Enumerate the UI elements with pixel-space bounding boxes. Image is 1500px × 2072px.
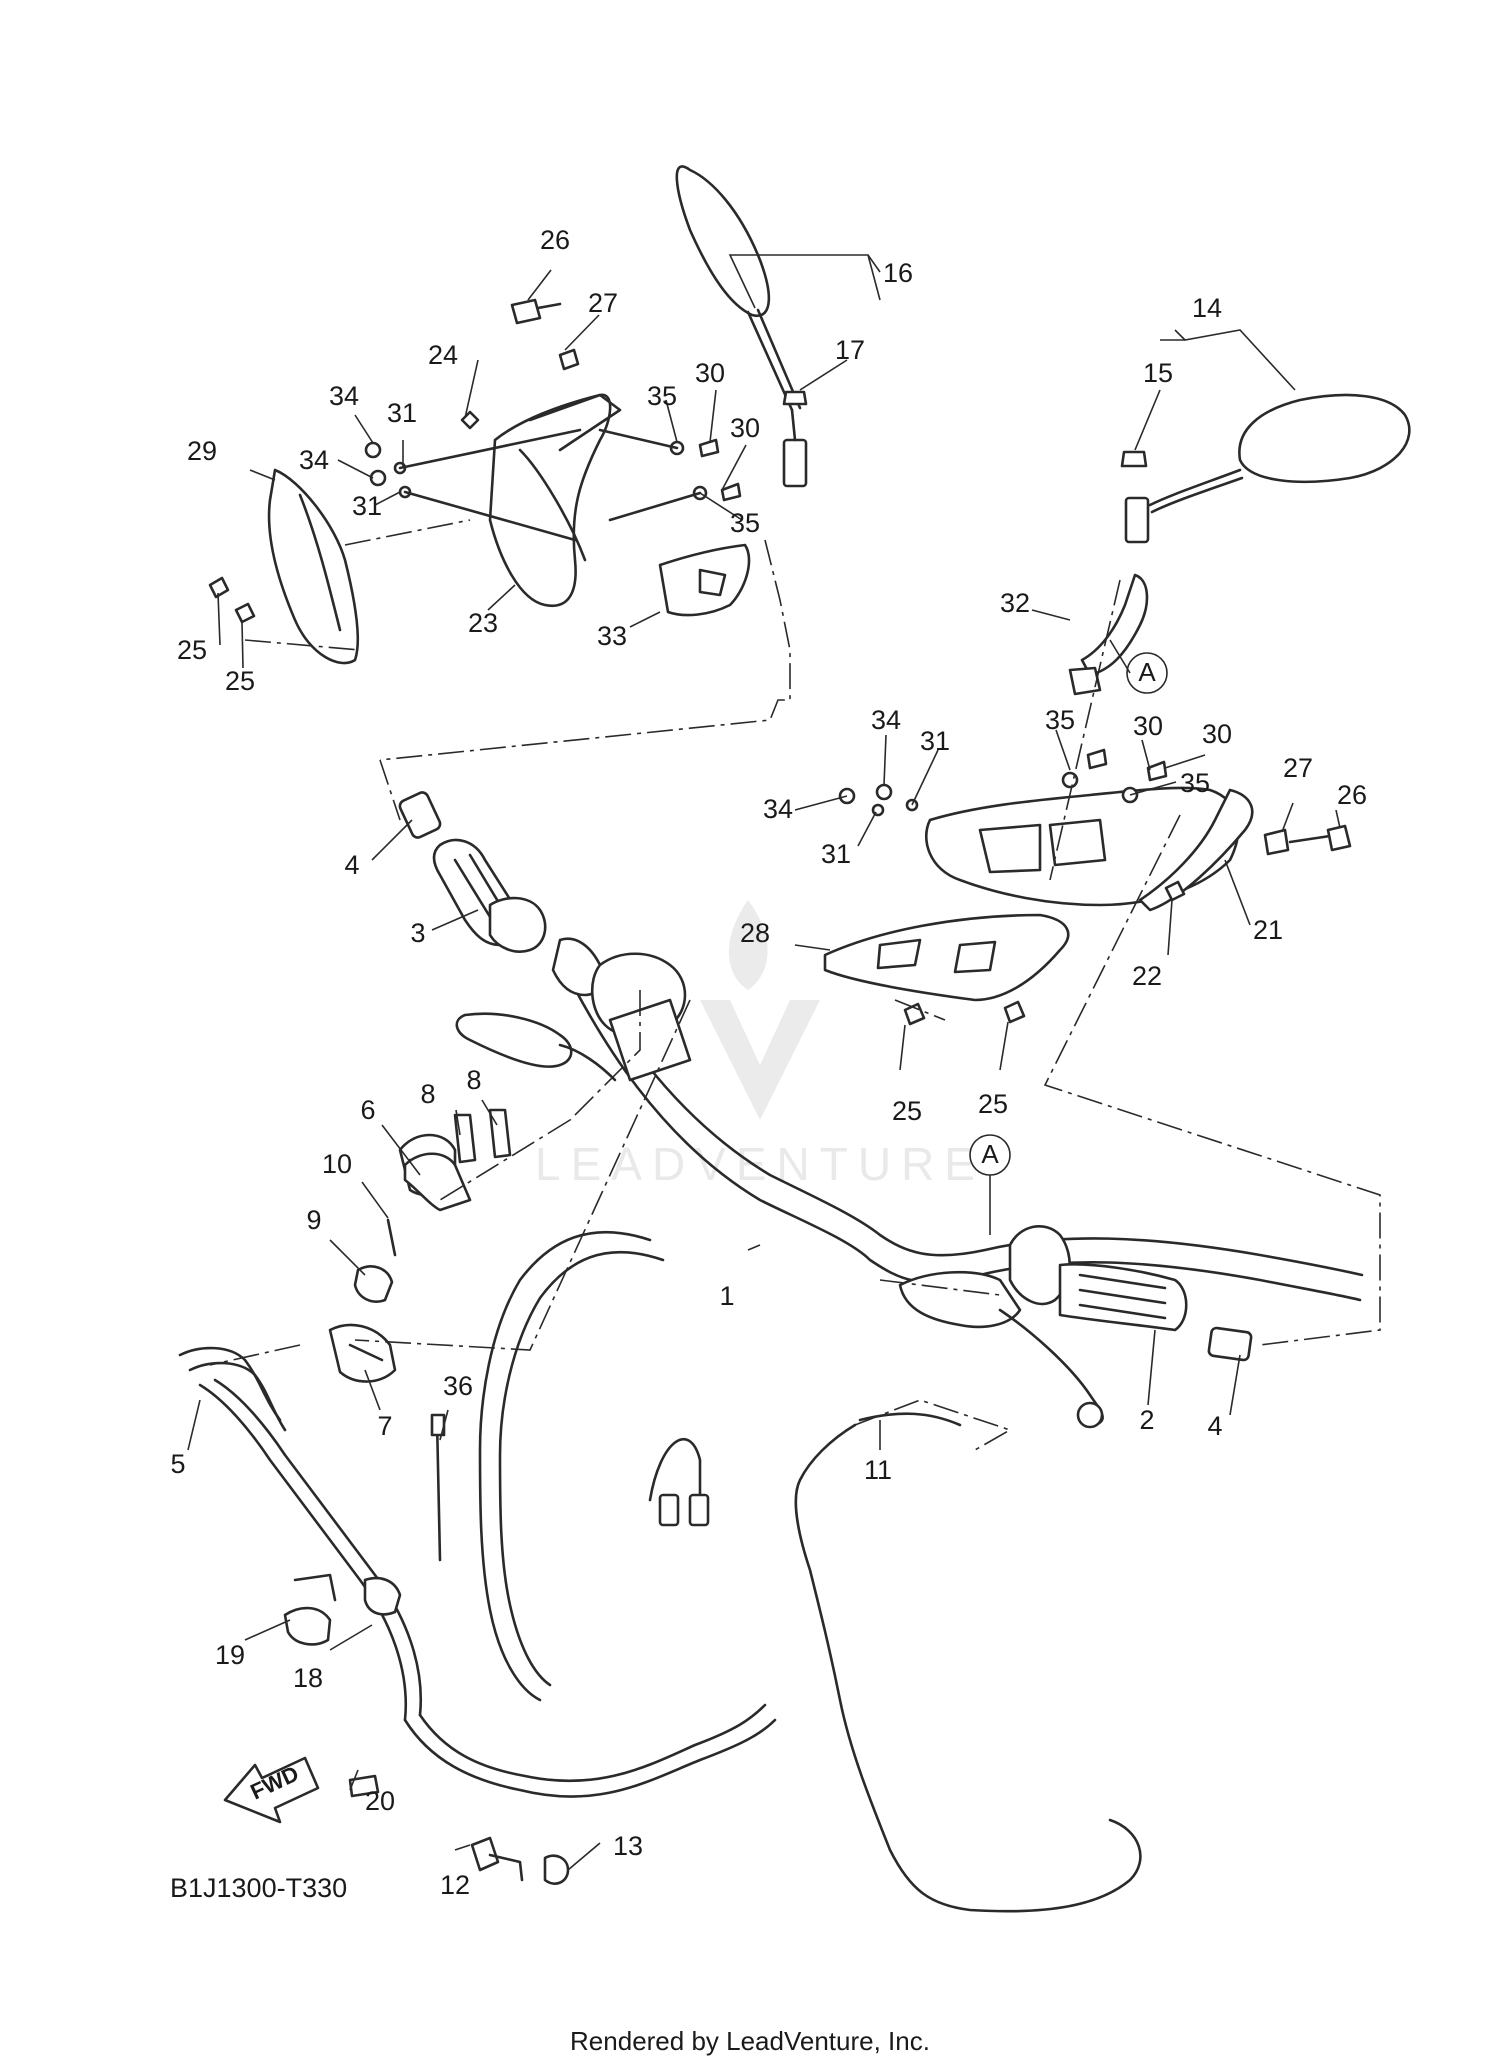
callout-11: 11 bbox=[864, 1455, 892, 1485]
callout-31-c: 31 bbox=[920, 726, 950, 756]
callout-36: 36 bbox=[443, 1371, 473, 1401]
render-credit: Rendered by LeadVenture, Inc. bbox=[570, 2026, 930, 2056]
callout-23: 23 bbox=[468, 608, 498, 638]
callout-35-b: 35 bbox=[730, 508, 760, 538]
callout-15: 15 bbox=[1143, 358, 1173, 388]
callout-29: 29 bbox=[187, 436, 217, 466]
callout-17: 17 bbox=[835, 335, 865, 365]
callout-26-left: 26 bbox=[540, 225, 570, 255]
callout-4-right: 4 bbox=[1207, 1411, 1222, 1441]
callout-21: 21 bbox=[1253, 915, 1283, 945]
diagram-code: B1J1300-T330 bbox=[170, 1873, 347, 1903]
callout-labels: 1 2 3 4 4 5 6 7 8 8 9 10 11 12 13 14 15 … bbox=[170, 225, 1367, 1900]
callout-33: 33 bbox=[597, 621, 627, 651]
wiring-loop bbox=[478, 1230, 710, 1702]
cable-holders bbox=[283, 1413, 570, 1885]
callout-6: 6 bbox=[360, 1095, 375, 1125]
reference-marker-label: A bbox=[1138, 657, 1156, 687]
callout-30-b: 30 bbox=[730, 413, 760, 443]
callout-31-d: 31 bbox=[821, 839, 851, 869]
callout-34-c: 34 bbox=[871, 705, 901, 735]
fwd-arrow-icon: FWD bbox=[223, 1756, 320, 1824]
callout-32: 32 bbox=[1000, 588, 1030, 618]
callout-34-b: 34 bbox=[299, 445, 329, 475]
watermark-text: LEADVENTURE bbox=[535, 1138, 985, 1190]
callout-31-a: 31 bbox=[387, 398, 417, 428]
callout-9: 9 bbox=[306, 1205, 321, 1235]
callout-25-c: 25 bbox=[892, 1096, 922, 1126]
callout-4-left: 4 bbox=[344, 850, 359, 880]
reference-marker-label: A bbox=[981, 1139, 999, 1169]
callout-22: 22 bbox=[1132, 961, 1162, 991]
callout-34-d: 34 bbox=[763, 794, 793, 824]
clutch-cable bbox=[794, 1412, 1142, 1913]
callout-35-a: 35 bbox=[647, 381, 677, 411]
callout-19: 19 bbox=[215, 1640, 245, 1670]
throttle-grip-left bbox=[398, 791, 605, 997]
callout-8-a: 8 bbox=[420, 1079, 435, 1109]
callout-24: 24 bbox=[428, 340, 458, 370]
callout-16: 16 bbox=[883, 258, 913, 288]
reference-marker-a-top: A bbox=[1126, 652, 1168, 694]
callout-20: 20 bbox=[365, 1786, 395, 1816]
callout-31-b: 31 bbox=[352, 491, 382, 521]
mirror-right bbox=[1120, 393, 1411, 544]
callout-2: 2 bbox=[1139, 1405, 1154, 1435]
callout-1: 1 bbox=[719, 1281, 734, 1311]
callout-25-b: 25 bbox=[225, 666, 255, 696]
callout-34-a: 34 bbox=[329, 381, 359, 411]
callout-13: 13 bbox=[613, 1831, 643, 1861]
callout-14: 14 bbox=[1192, 293, 1222, 323]
callout-28: 28 bbox=[740, 918, 770, 948]
callout-3: 3 bbox=[410, 918, 425, 948]
callout-35-d: 35 bbox=[1180, 768, 1210, 798]
handlebar bbox=[558, 938, 1364, 1302]
callout-25-a: 25 bbox=[177, 635, 207, 665]
clamps bbox=[328, 1152, 472, 1383]
callout-12: 12 bbox=[440, 1870, 470, 1900]
callout-25-d: 25 bbox=[978, 1089, 1008, 1119]
left-guard-hardware bbox=[364, 298, 742, 542]
callout-18: 18 bbox=[293, 1663, 323, 1693]
throttle-cables bbox=[178, 1346, 777, 1798]
callout-8-b: 8 bbox=[466, 1065, 481, 1095]
callout-7: 7 bbox=[377, 1411, 392, 1441]
callout-27-left: 27 bbox=[588, 288, 618, 318]
callout-5: 5 bbox=[170, 1449, 185, 1479]
callout-leaders bbox=[187, 254, 1341, 1871]
callout-30-c: 30 bbox=[1133, 711, 1163, 741]
mirror-left bbox=[675, 165, 808, 488]
callout-27-right: 27 bbox=[1283, 753, 1313, 783]
clutch-grip-right bbox=[898, 1225, 1253, 1429]
callout-10: 10 bbox=[322, 1149, 352, 1179]
callout-30-a: 30 bbox=[695, 358, 725, 388]
callout-35-c: 35 bbox=[1045, 705, 1075, 735]
callout-30-d: 30 bbox=[1202, 719, 1232, 749]
hand-guard-left bbox=[208, 393, 751, 665]
callout-26-right: 26 bbox=[1337, 780, 1367, 810]
dash-lines bbox=[209, 519, 1381, 1451]
